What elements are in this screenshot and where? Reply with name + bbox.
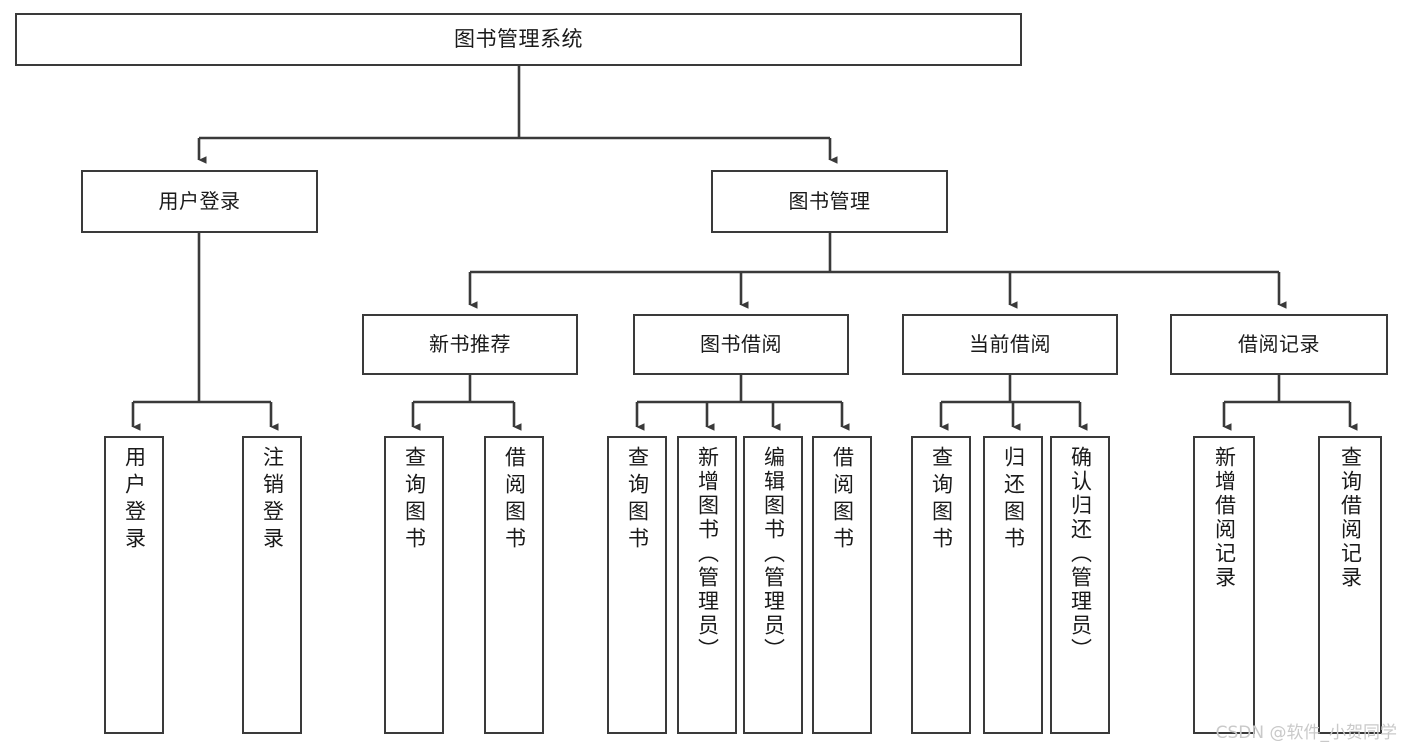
- node-label: 查询图书: [402, 446, 427, 554]
- node-label: 查询图书: [929, 446, 954, 554]
- leaf-current-borrow-return[interactable]: 归还图书: [983, 436, 1043, 734]
- node-label: 确认归还（管理员）: [1068, 446, 1093, 662]
- leaf-borrow-record-query[interactable]: 查询借阅记录: [1318, 436, 1382, 734]
- node-user-login[interactable]: 用户登录: [81, 170, 318, 233]
- leaf-current-borrow-confirm-return[interactable]: 确认归还（管理员）: [1050, 436, 1110, 734]
- leaf-user-login-logout[interactable]: 注销登录: [242, 436, 302, 734]
- node-label: 新增图书（管理员）: [695, 446, 720, 662]
- csdn-watermark: CSDN @软件_小贺同学: [1215, 723, 1397, 743]
- leaf-book-borrow-borrow[interactable]: 借阅图书: [812, 436, 872, 734]
- node-label: 新增借阅记录: [1212, 446, 1237, 590]
- node-book-borrow[interactable]: 图书借阅: [633, 314, 849, 375]
- node-label: 用户登录: [158, 188, 241, 213]
- node-label: 注销登录: [260, 446, 285, 554]
- leaf-book-borrow-add[interactable]: 新增图书（管理员）: [677, 436, 737, 734]
- node-label: 查询图书: [625, 446, 650, 554]
- leaf-new-book-query[interactable]: 查询图书: [384, 436, 444, 734]
- node-book-management[interactable]: 图书管理: [711, 170, 948, 233]
- node-label: 借阅图书: [830, 446, 855, 554]
- leaf-new-book-borrow[interactable]: 借阅图书: [484, 436, 544, 734]
- node-borrow-record[interactable]: 借阅记录: [1170, 314, 1388, 375]
- node-label: 查询借阅记录: [1338, 446, 1363, 590]
- node-label: 图书管理系统: [454, 27, 583, 52]
- node-label: 借阅记录: [1238, 331, 1320, 356]
- node-label: 用户登录: [122, 446, 147, 554]
- node-label: 图书管理: [788, 188, 871, 213]
- node-new-book-recommend[interactable]: 新书推荐: [362, 314, 578, 375]
- node-label: 当前借阅: [969, 331, 1051, 356]
- node-label: 编辑图书（管理员）: [761, 446, 786, 662]
- node-label: 借阅图书: [502, 446, 527, 554]
- node-current-borrow[interactable]: 当前借阅: [902, 314, 1118, 375]
- node-root-system[interactable]: 图书管理系统: [15, 13, 1022, 66]
- leaf-book-borrow-query[interactable]: 查询图书: [607, 436, 667, 734]
- leaf-borrow-record-add[interactable]: 新增借阅记录: [1193, 436, 1255, 734]
- leaf-current-borrow-query[interactable]: 查询图书: [911, 436, 971, 734]
- node-label: 图书借阅: [700, 331, 782, 356]
- leaf-user-login-login[interactable]: 用户登录: [104, 436, 164, 734]
- leaf-book-borrow-edit[interactable]: 编辑图书（管理员）: [743, 436, 803, 734]
- node-label: 归还图书: [1001, 446, 1026, 554]
- node-label: 新书推荐: [429, 331, 511, 356]
